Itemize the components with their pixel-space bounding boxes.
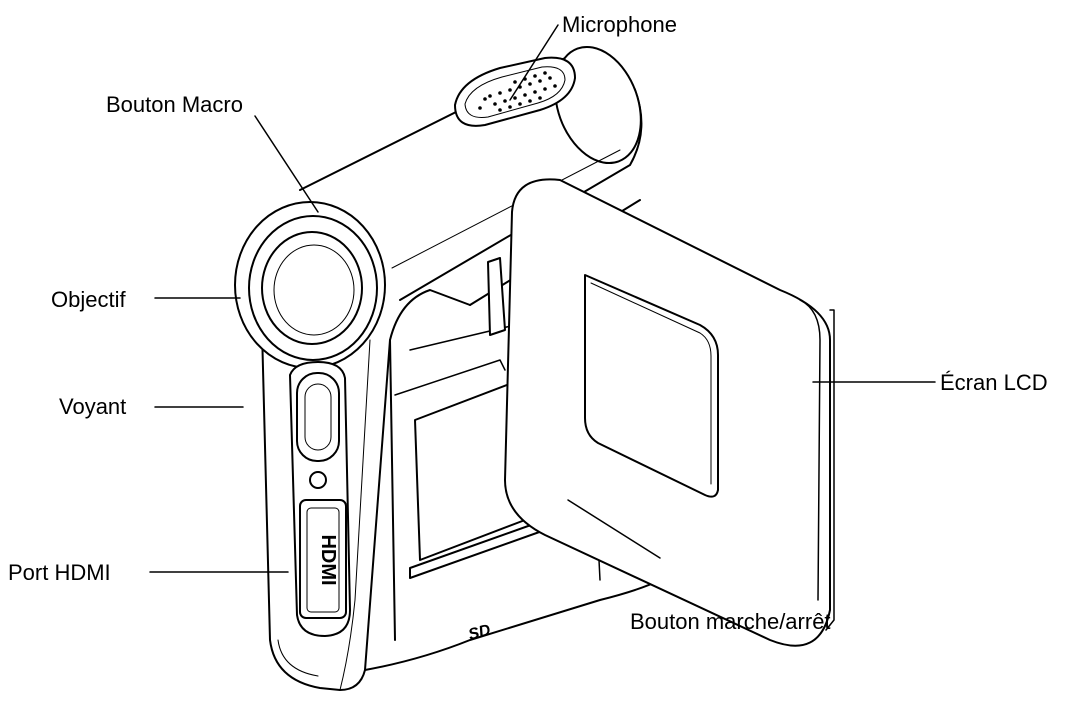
microphone-label: Microphone bbox=[562, 12, 677, 37]
lens-assembly bbox=[234, 201, 386, 369]
macro-button-label: Bouton Macro bbox=[106, 92, 243, 117]
callout-lines bbox=[149, 24, 936, 573]
indicator-label: Voyant bbox=[59, 394, 127, 419]
callout-line-microphone bbox=[509, 24, 559, 101]
sd-marking: SD bbox=[467, 622, 493, 644]
power-button-label: Bouton marche/arrêt bbox=[630, 609, 831, 634]
callout-line-power bbox=[567, 499, 661, 559]
hdmi-port-label: Port HDMI bbox=[8, 560, 111, 585]
front-controls: HDMI bbox=[289, 361, 351, 637]
lens-label: Objectif bbox=[51, 287, 126, 312]
lcd-panel bbox=[487, 178, 835, 647]
callout-line-macro bbox=[254, 115, 319, 213]
hdmi-marking: HDMI bbox=[317, 534, 339, 585]
lcd-screen-label: Écran LCD bbox=[940, 370, 1048, 395]
